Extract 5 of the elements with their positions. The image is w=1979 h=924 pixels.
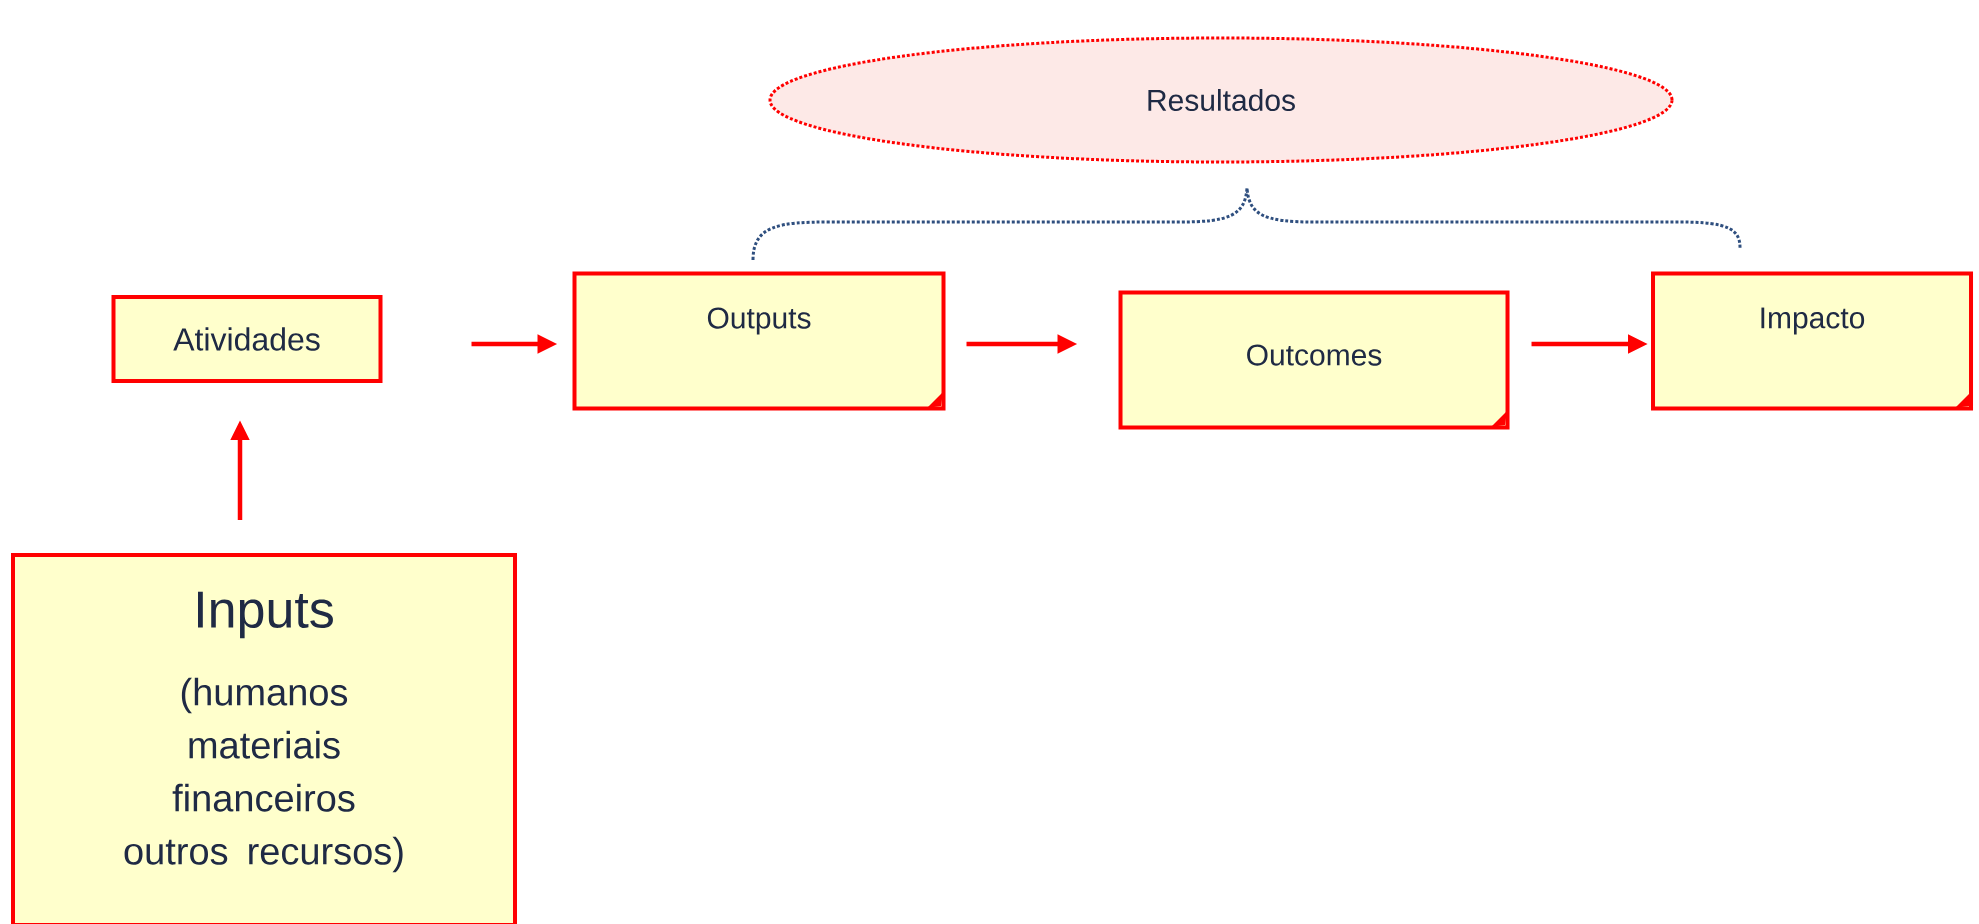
box: Inputs (humanos materiais financeiros outros recursos) <box>11 553 517 924</box>
note-box: Impacto <box>1651 271 1973 411</box>
note-box: Outcomes <box>1118 290 1510 430</box>
note-box: Outputs <box>572 271 946 411</box>
box: Atividades <box>111 295 383 383</box>
